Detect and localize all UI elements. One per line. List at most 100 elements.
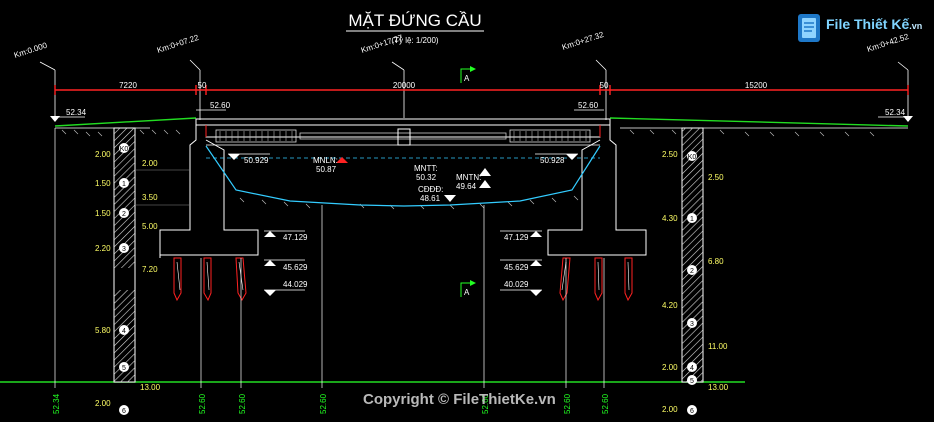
- svg-text:3: 3: [690, 321, 694, 328]
- borehole-left: K0 1 2 3 4 5 6 2.00 1.50 1.50 2.20 5.80 …: [95, 127, 161, 415]
- site-logo-text: File Thiết Kế.vn: [826, 16, 922, 32]
- deck-levels: 52.34 52.60 52.60 52.34: [50, 101, 913, 122]
- logo-ext: .vn: [909, 21, 923, 31]
- deck-level-label: 52.34: [885, 108, 906, 117]
- station-label: Km:0+07.22: [156, 33, 201, 55]
- svg-text:2: 2: [122, 211, 126, 218]
- svg-text:1: 1: [122, 181, 126, 188]
- svg-text:45.629: 45.629: [283, 263, 308, 272]
- span-label: 7220: [119, 81, 137, 90]
- svg-text:3: 3: [122, 246, 126, 253]
- deck-level-label: 52.34: [66, 108, 87, 117]
- svg-text:2.20: 2.20: [95, 244, 111, 253]
- mntt-value: 50.32: [416, 173, 437, 182]
- svg-text:13.00: 13.00: [140, 383, 161, 392]
- svg-text:2.00: 2.00: [95, 150, 111, 159]
- mntt-label: MNTT:: [414, 164, 438, 173]
- svg-text:52.34: 52.34: [52, 393, 61, 414]
- drawing-title: MẶT ĐỨNG CẦU: [348, 11, 481, 30]
- station-labels: Km:0.000 Km:0+07.22 Km:0+17.27 Km:0+27.3…: [13, 30, 911, 60]
- svg-text:47.129: 47.129: [504, 233, 529, 242]
- station-label: Km:0+27.32: [561, 30, 606, 52]
- span-dimension-line: 7220 50 20000 50 15200: [54, 81, 909, 95]
- water-level-right: 50.928: [540, 156, 565, 165]
- bottom-elevations: 52.34 52.60 52.60 52.60 52.60 52.60 52.6…: [52, 393, 610, 414]
- span-label: 50: [600, 81, 609, 90]
- ground-hatching: [61, 129, 875, 210]
- bridge-superstructure: [195, 118, 611, 146]
- drawing-subtitle: (Tỷ lệ: 1/200): [391, 36, 438, 45]
- svg-text:4.20: 4.20: [662, 301, 678, 310]
- svg-text:K0: K0: [120, 146, 129, 153]
- svg-text:3.50: 3.50: [142, 193, 158, 202]
- svg-text:52.60: 52.60: [601, 393, 610, 414]
- cddd-label: CĐĐĐ:: [418, 185, 443, 194]
- svg-text:13.00: 13.00: [708, 383, 729, 392]
- mnln-label: MNLN:: [313, 156, 338, 165]
- svg-text:52.60: 52.60: [481, 393, 490, 414]
- svg-text:4: 4: [690, 365, 694, 372]
- svg-text:5.00: 5.00: [142, 222, 158, 231]
- span-label: 50: [198, 81, 207, 90]
- svg-text:4: 4: [122, 328, 126, 335]
- svg-text:2.00: 2.00: [662, 405, 678, 414]
- svg-text:1: 1: [690, 216, 694, 223]
- foundation-levels-left: 47.129 45.629 44.029: [264, 230, 308, 296]
- deck-level-label: 52.60: [210, 101, 231, 110]
- svg-text:2.00: 2.00: [95, 399, 111, 408]
- svg-text:2: 2: [690, 268, 694, 275]
- svg-text:52.60: 52.60: [198, 393, 207, 414]
- water-level-left: 50.929: [244, 156, 269, 165]
- svg-text:2.50: 2.50: [662, 150, 678, 159]
- svg-text:52.60: 52.60: [238, 393, 247, 414]
- svg-text:6.80: 6.80: [708, 257, 724, 266]
- svg-text:47.129: 47.129: [283, 233, 308, 242]
- svg-text:6: 6: [122, 408, 126, 415]
- deck-level-label: 52.60: [578, 101, 599, 110]
- span-label: 20000: [393, 81, 416, 90]
- piles-right: [559, 257, 633, 302]
- svg-text:4.30: 4.30: [662, 214, 678, 223]
- svg-text:40.029: 40.029: [504, 280, 529, 289]
- site-logo: [798, 14, 820, 42]
- svg-text:45.629: 45.629: [504, 263, 529, 272]
- copyright-watermark: Copyright © FileThietKe.vn: [363, 391, 556, 408]
- station-label: Km:0.000: [13, 41, 49, 60]
- mnln-value: 50.87: [316, 165, 337, 174]
- station-grid-lines: [54, 128, 605, 388]
- piles-left: [173, 257, 247, 302]
- river-bed-profile: [205, 145, 601, 207]
- svg-text:2.00: 2.00: [142, 159, 158, 168]
- svg-text:7.20: 7.20: [142, 265, 158, 274]
- right-abutment: [547, 119, 647, 256]
- svg-text:5.80: 5.80: [95, 326, 111, 335]
- svg-text:A: A: [464, 74, 470, 83]
- pier-depth-labels: 2.00 3.50 5.00 7.20: [136, 159, 190, 274]
- svg-text:K0: K0: [688, 154, 697, 161]
- svg-text:11.00: 11.00: [708, 342, 728, 351]
- left-abutment: [159, 119, 259, 258]
- svg-text:5: 5: [122, 365, 126, 372]
- svg-text:A: A: [464, 288, 470, 297]
- section-marker-top: A: [460, 66, 476, 83]
- svg-text:44.029: 44.029: [283, 280, 308, 289]
- cddd-value: 48.61: [420, 194, 441, 203]
- svg-text:52.60: 52.60: [319, 393, 328, 414]
- span-label: 15200: [745, 81, 768, 90]
- mntn-value: 49.64: [456, 182, 477, 191]
- section-marker-bottom: A: [460, 280, 476, 297]
- svg-text:2.50: 2.50: [708, 173, 724, 182]
- mntn-label: MNTN:: [456, 173, 481, 182]
- foundation-levels-right: 47.129 45.629 40.029: [500, 230, 542, 296]
- water-levels: 50.929 50.928 MNLN: 50.87 MNTT: 50.32 MN…: [228, 153, 578, 203]
- logo-name: File Thiết Kế: [826, 16, 910, 32]
- svg-text:52.60: 52.60: [563, 393, 572, 414]
- svg-text:5: 5: [690, 378, 694, 385]
- svg-text:6: 6: [690, 408, 694, 415]
- svg-text:1.50: 1.50: [95, 179, 111, 188]
- borehole-right: K0 1 2 3 4 5 6 2.50 4.30 4.20 2.00 2.00 …: [662, 127, 729, 415]
- svg-text:2.00: 2.00: [662, 363, 678, 372]
- svg-text:1.50: 1.50: [95, 209, 111, 218]
